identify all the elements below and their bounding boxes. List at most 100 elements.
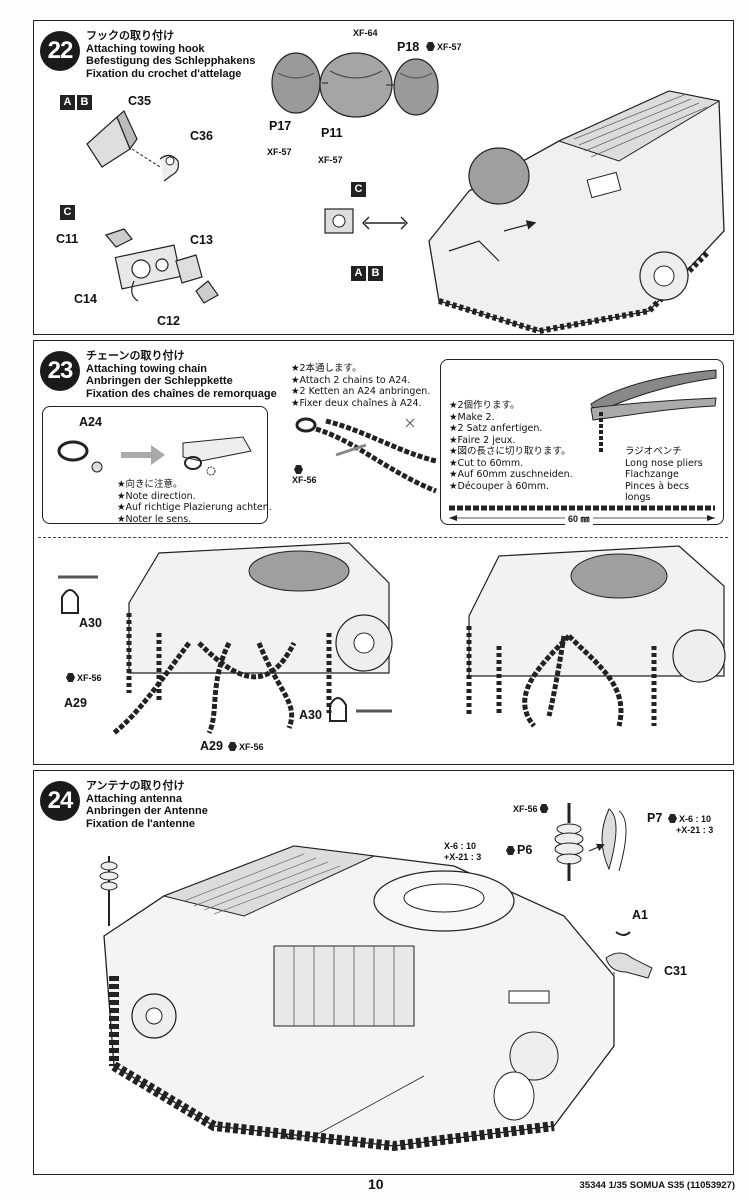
- antenna-part-c31-drawing: [605, 931, 653, 984]
- a24-ring-drawing: [57, 436, 252, 476]
- paint-a29-left: XF-56: [64, 673, 102, 683]
- label-a30-right: A30: [299, 708, 322, 722]
- make-note-jp: ★2個作ります。: [449, 400, 520, 411]
- direction-note-fr: ★Noter le sens.: [117, 513, 192, 525]
- tarp-rolls-drawing: [271, 52, 439, 118]
- label-c36: C36: [190, 129, 213, 143]
- chain-length-label: 60 ㎜: [565, 512, 593, 525]
- hook-assembly-drawing: [104, 228, 219, 304]
- step-22-titles: フックの取り付け Attaching towing hook Befestigu…: [86, 29, 256, 80]
- label-c13: C13: [190, 233, 213, 247]
- a24-direction-inset: A24 ★向きに注意。 ★Note direction. ★Auf richti…: [42, 406, 272, 525]
- cut-note-en: ★Cut to 60mm.: [449, 457, 524, 469]
- step-23-title-de: Anbringen der Schleppkette: [86, 375, 233, 387]
- label-c31: C31: [664, 964, 687, 978]
- paint-p17-code: XF-57: [267, 147, 292, 157]
- paint-a29-left-code: XF-56: [77, 673, 102, 683]
- paint-hex-icon: [294, 465, 303, 474]
- paint-a29-bottom: XF-56: [226, 742, 264, 752]
- paint-hex-icon: [668, 814, 677, 823]
- step-24-title-en: Attaching antenna: [86, 792, 182, 805]
- label-a30-left: A30: [79, 616, 102, 630]
- pliers-de: Flachzange: [625, 469, 679, 480]
- paint-hex-icon: [426, 42, 435, 51]
- direction-note-jp: ★向きに注意。: [117, 479, 183, 490]
- pliers-jp: ラジオペンチ: [625, 446, 682, 457]
- make-note-de: ★2 Satz anfertigen.: [449, 423, 543, 434]
- tank-rear-chains-right-drawing: [466, 545, 726, 728]
- paint-p18: XF-57: [424, 42, 462, 52]
- c35-part-drawing: [86, 110, 179, 182]
- cut-note-jp: ★図の長さに切り取ります。: [449, 446, 571, 457]
- badge-b: B: [77, 95, 92, 110]
- label-c11: C11: [56, 232, 79, 246]
- label-a24: A24: [79, 415, 102, 429]
- label-c14: C14: [74, 292, 97, 306]
- attach-note-jp: ★2本通します。: [291, 363, 362, 374]
- cut-notes: ★図の長さに切り取ります。 ★Cut to 60mm. ★Auf 60mm zu…: [449, 446, 573, 492]
- paint-p6-mix-2: +X-21 : 3: [444, 852, 482, 862]
- step-24-title-de: Anbringen der Antenne: [86, 805, 208, 817]
- shackle-icon: [329, 697, 392, 722]
- direction-note-de: ★Auf richtige Plazierung achten.: [117, 502, 272, 513]
- paint-p7-mix-1: X-6 : 10: [679, 814, 712, 824]
- step-24-title-jp: アンテナの取り付け: [86, 779, 185, 792]
- make-note-en: ★Make 2.: [449, 411, 495, 423]
- page-number: 10: [368, 1176, 384, 1192]
- step-23-title-en: Attaching towing chain: [86, 362, 207, 375]
- label-c12: C12: [157, 314, 180, 328]
- paint-antenna-base: XF-56: [513, 804, 551, 814]
- paint-p18-code: XF-57: [437, 42, 462, 52]
- label-a29-bottom: A29: [200, 739, 223, 753]
- step-22-title-en: Attaching towing hook: [86, 42, 205, 55]
- paint-a24: XF-56: [292, 465, 317, 485]
- paint-antenna-base-code: XF-56: [513, 804, 538, 814]
- chain-attach-drawing: [295, 417, 437, 494]
- paint-p11: XF-57: [318, 155, 343, 165]
- paint-hex-icon: [66, 673, 75, 682]
- step-24-titles: アンテナの取り付け Attaching antenna Anbringen de…: [86, 779, 208, 830]
- label-p17: P17: [269, 119, 292, 133]
- direction-notes: ★向きに注意。 ★Note direction. ★Auf richtige P…: [117, 479, 272, 525]
- badge-a-2: A: [351, 266, 366, 281]
- tank-side-drawing: [99, 845, 615, 1152]
- paint-p7-mix-2: +X-21 : 3: [676, 825, 714, 835]
- attach-note-de: ★2 Ketten an A24 anbringen.: [291, 386, 431, 397]
- paint-p6-mix-1: X-6 : 10: [444, 841, 477, 851]
- badge-a: A: [60, 95, 75, 110]
- antenna-mount-drawing: [554, 803, 627, 881]
- direction-note-en: ★Note direction.: [117, 490, 196, 502]
- attach-notes: ★2本通します。 ★Attach 2 chains to A24. ★2 Ket…: [291, 363, 430, 409]
- make-notes: ★2個作ります。 ★Make 2. ★2 Satz anfertigen. ★F…: [449, 400, 542, 446]
- paint-p11-code: XF-57: [318, 155, 343, 165]
- attach-note-en: ★Attach 2 chains to A24.: [291, 374, 411, 386]
- step-23-panel: 23 チェーンの取り付け Attaching towing chain Anbr…: [33, 340, 734, 765]
- label-p11: P11: [321, 126, 343, 140]
- step-23-number: 23: [40, 351, 80, 391]
- pliers-fr-2: longs: [625, 492, 651, 503]
- variant-badge-c-2: C: [351, 181, 368, 197]
- step-22-number: 22: [40, 31, 80, 71]
- badge-c: C: [60, 205, 75, 220]
- chain-cut-inset: ★2個作ります。 ★Make 2. ★2 Satz anfertigen. ★F…: [440, 359, 724, 525]
- paint-a24-code: XF-56: [292, 475, 317, 485]
- cut-note-de: ★Auf 60mm zuschneiden.: [449, 469, 573, 480]
- step-22-title-de: Befestigung des Schlepphakens: [86, 55, 256, 67]
- paint-hex-icon: [228, 742, 237, 751]
- shackle-icon: [58, 575, 98, 614]
- step-22-title-jp: フックの取り付け: [86, 29, 174, 42]
- step-24-title-fr: Fixation de l'antenne: [86, 817, 195, 830]
- make-note-fr: ★Faire 2 jeux.: [449, 434, 516, 446]
- pliers-notes: ラジオペンチ Long nose pliers Flachzange Pince…: [625, 446, 703, 504]
- step-23-title-jp: チェーンの取り付け: [86, 349, 185, 362]
- label-p6: P6: [504, 843, 532, 857]
- step-24-number: 24: [40, 781, 80, 821]
- hook-variant-c-drawing: [324, 208, 408, 234]
- cut-note-fr: ★Découper à 60mm.: [449, 480, 549, 492]
- label-p18: P18: [397, 40, 420, 54]
- pliers-fr: Pinces à becs: [625, 480, 690, 492]
- paint-hex-icon: [506, 846, 515, 855]
- paint-p6: X-6 : 10+X-21 : 3: [444, 841, 481, 863]
